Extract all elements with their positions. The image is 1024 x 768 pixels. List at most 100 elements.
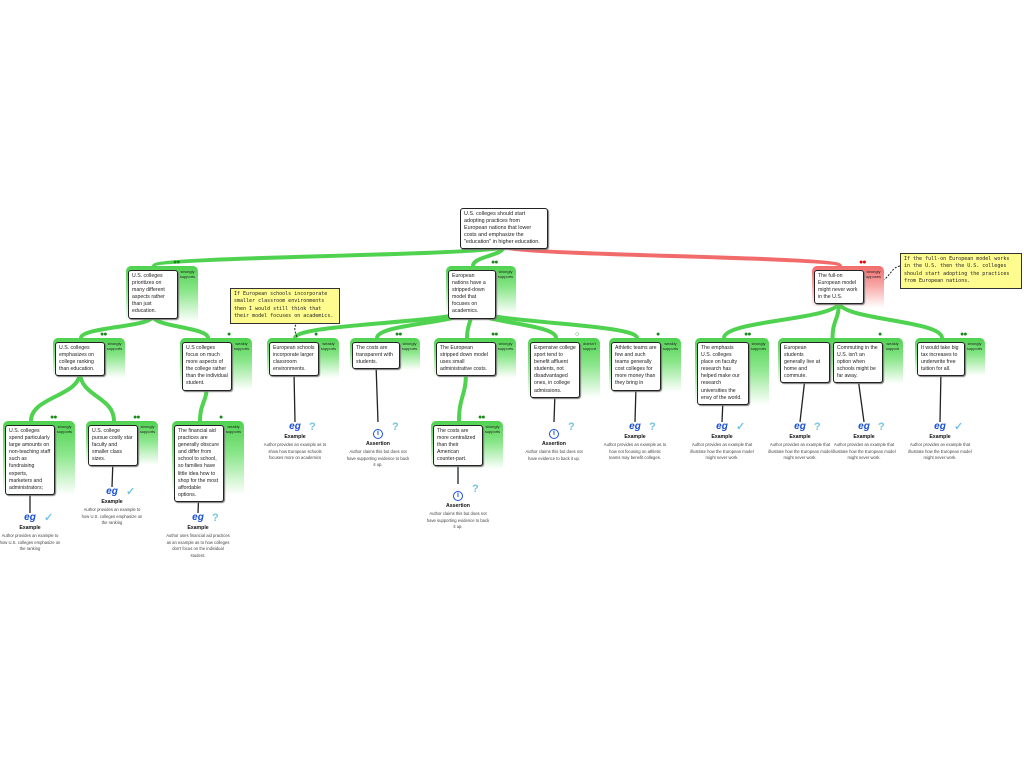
evidence-description: Author provides an example as to show ho…	[263, 442, 327, 461]
checkmark-icon: ✓	[954, 421, 964, 433]
evidence-icon-row: eg	[768, 422, 832, 433]
evidence-description: Author provides an example to how U.S. c…	[81, 507, 143, 526]
strength-label: weakly supports	[233, 341, 250, 351]
claim-box-n2c[interactable]: The European stripped down model uses sm…	[436, 342, 496, 377]
main-contention[interactable]: U.S. colleges should start adopting prac…	[460, 208, 548, 250]
evidence-description: Author claims this but does not have sup…	[346, 449, 410, 468]
claim-box-n1[interactable]: U.S. colleges prioritizes on many differ…	[128, 270, 178, 319]
claim-box-n2e[interactable]: Athletic teams are few and such teams ge…	[611, 342, 661, 391]
evidence-title: Example	[19, 525, 41, 531]
evidence-link-e5	[375, 363, 379, 423]
claim-box-n2a[interactable]: European schools incorporate larger clas…	[269, 342, 319, 377]
note-1[interactable]: If European schools incorporate smaller …	[230, 288, 340, 324]
evidence-icon-row: eg	[603, 422, 667, 433]
evidence-title: Example	[853, 434, 875, 440]
strength-label: strongly supports	[750, 341, 767, 351]
claim-box-n3[interactable]: The full-on European model might never w…	[814, 270, 864, 305]
evidence-icon-row: eg	[832, 422, 896, 433]
edge-n2c-n2c1	[457, 371, 468, 422]
evidence-icon-row: eg	[0, 513, 62, 524]
strength-dots: ●●	[133, 414, 141, 421]
strength-dots: ●●	[859, 259, 867, 266]
question-mark-icon: ?	[814, 421, 821, 433]
claim-box-n1b[interactable]: U.S colleges focus on much more aspects …	[182, 342, 232, 391]
claim-box-n1a1[interactable]: U.S. colleges spend particularly large a…	[5, 425, 55, 495]
edge-root-n3	[502, 244, 842, 268]
note-2[interactable]: If the full-on European model works in t…	[900, 253, 1022, 289]
strength-label: strongly supports	[966, 341, 983, 351]
strength-dots: ●	[219, 414, 223, 421]
strength-label: strongly supports	[139, 424, 156, 434]
edge-n1a-n1a2	[78, 371, 116, 422]
example-icon: eg	[716, 421, 728, 432]
evidence-description: Author provides an example to how U.S. c…	[0, 533, 61, 552]
question-mark-icon: ?	[392, 421, 399, 433]
claim-box-n2d[interactable]: Expensive college sport tend to benefit …	[530, 342, 580, 398]
strength-dots: ●●	[744, 331, 752, 338]
checkmark-icon: ✓	[44, 512, 54, 524]
assertion-icon: i	[373, 429, 383, 439]
example-icon: eg	[106, 486, 118, 497]
evidence-icon-row: eg	[263, 422, 327, 433]
question-mark-icon: ?	[568, 421, 575, 433]
claim-box-n2b[interactable]: The costs are transparent with students.	[352, 342, 400, 370]
evidence-title: Example	[624, 434, 646, 440]
evidence-title: Assertion	[446, 503, 470, 509]
evidence-title: Assertion	[542, 441, 566, 447]
claim-box-n2c1[interactable]: The costs are more centralized than thei…	[433, 425, 483, 467]
evidence-icon-row: eg	[80, 487, 144, 498]
example-icon: eg	[794, 421, 806, 432]
strength-dots: ●●	[50, 414, 58, 421]
strength-label: doesn't support	[582, 341, 597, 351]
claim-box-n3c[interactable]: Commuting in the U.S. isn't an option wh…	[833, 342, 883, 384]
strength-dots: ●●	[173, 259, 181, 266]
example-icon: eg	[24, 512, 36, 523]
evidence-title: Example	[284, 434, 306, 440]
evidence-title: Example	[711, 434, 733, 440]
evidence-description: Author uses financial aid practices as a…	[166, 533, 230, 558]
claim-box-n3d[interactable]: It would take big tax increases to under…	[917, 342, 965, 377]
question-mark-icon: ?	[878, 421, 885, 433]
claim-box-n1a[interactable]: U.S. colleges emphasizes on college rank…	[55, 342, 105, 377]
strength-dots: ○	[575, 331, 579, 338]
evidence-title: Example	[789, 434, 811, 440]
edge-root-n1	[152, 244, 506, 268]
question-mark-icon: ?	[649, 421, 656, 433]
evidence-icon-row: i	[346, 422, 410, 440]
evidence-title: Example	[929, 434, 951, 440]
claim-box-n1a2[interactable]: U.S. college pursue costly star faculty …	[88, 425, 138, 467]
evidence-link-e11	[857, 377, 865, 423]
question-mark-icon: ?	[309, 421, 316, 433]
claim-box-n1b1[interactable]: The financial aid practices are generall…	[174, 425, 224, 502]
example-icon: eg	[289, 421, 301, 432]
strength-dots: ●●	[960, 331, 968, 338]
edge-n1a-n1a1	[29, 371, 82, 422]
claim-box-n2[interactable]: European nations have a stripped-down mo…	[448, 270, 496, 319]
strength-label: weakly supports	[225, 424, 242, 434]
strength-label: strongly supports	[497, 341, 514, 351]
claim-box-n3b[interactable]: European students generally live at home…	[780, 342, 830, 384]
strength-dots: ●●	[491, 259, 499, 266]
strength-label: strongly opposes	[865, 269, 882, 279]
evidence-icon-row: eg	[690, 422, 754, 433]
evidence-link-e4	[293, 371, 296, 423]
strength-dots: ●	[314, 331, 318, 338]
evidence-title: Example	[101, 499, 123, 505]
evidence-icon-row: i	[426, 484, 490, 502]
claim-box-n3a[interactable]: The emphasis U.S. colleges place on facu…	[697, 342, 749, 405]
strength-label: strongly supports	[497, 269, 514, 279]
evidence-icon-row: i	[522, 422, 586, 440]
